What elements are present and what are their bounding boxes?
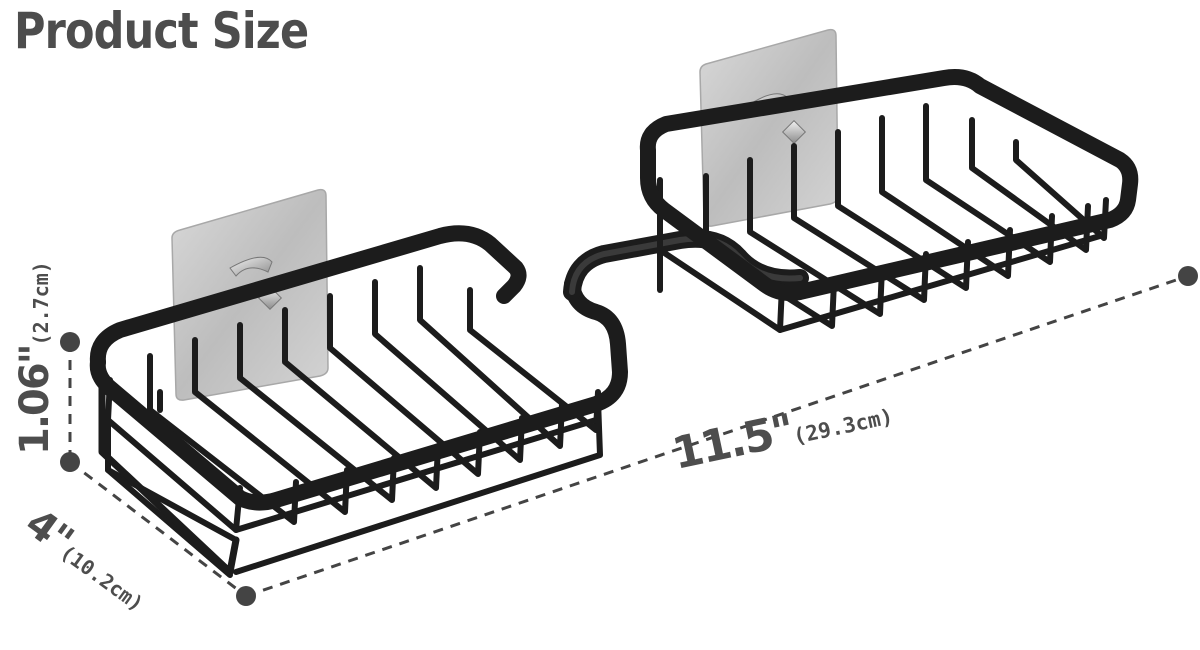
- endpoint-dot: [1178, 266, 1198, 286]
- soap-basket-left: [89, 225, 628, 578]
- dimension-lines: [68, 274, 1189, 598]
- endpoint-dot: [60, 452, 80, 472]
- height-metric: (2.7cm): [29, 261, 53, 346]
- height-dimension-label: 1.06"(2.7cm): [12, 261, 58, 455]
- endpoint-dot: [60, 332, 80, 352]
- endpoint-dot: [236, 586, 256, 606]
- length-dimension-line: [245, 274, 1189, 598]
- soap-basket-right: [639, 69, 1139, 333]
- dimension-endpoints: [60, 266, 1198, 606]
- page-title: Product Size: [14, 2, 309, 60]
- depth-dimension-line: [69, 460, 247, 598]
- adhesive-pad-right: [699, 28, 839, 227]
- height-inches: 1.06": [12, 345, 58, 455]
